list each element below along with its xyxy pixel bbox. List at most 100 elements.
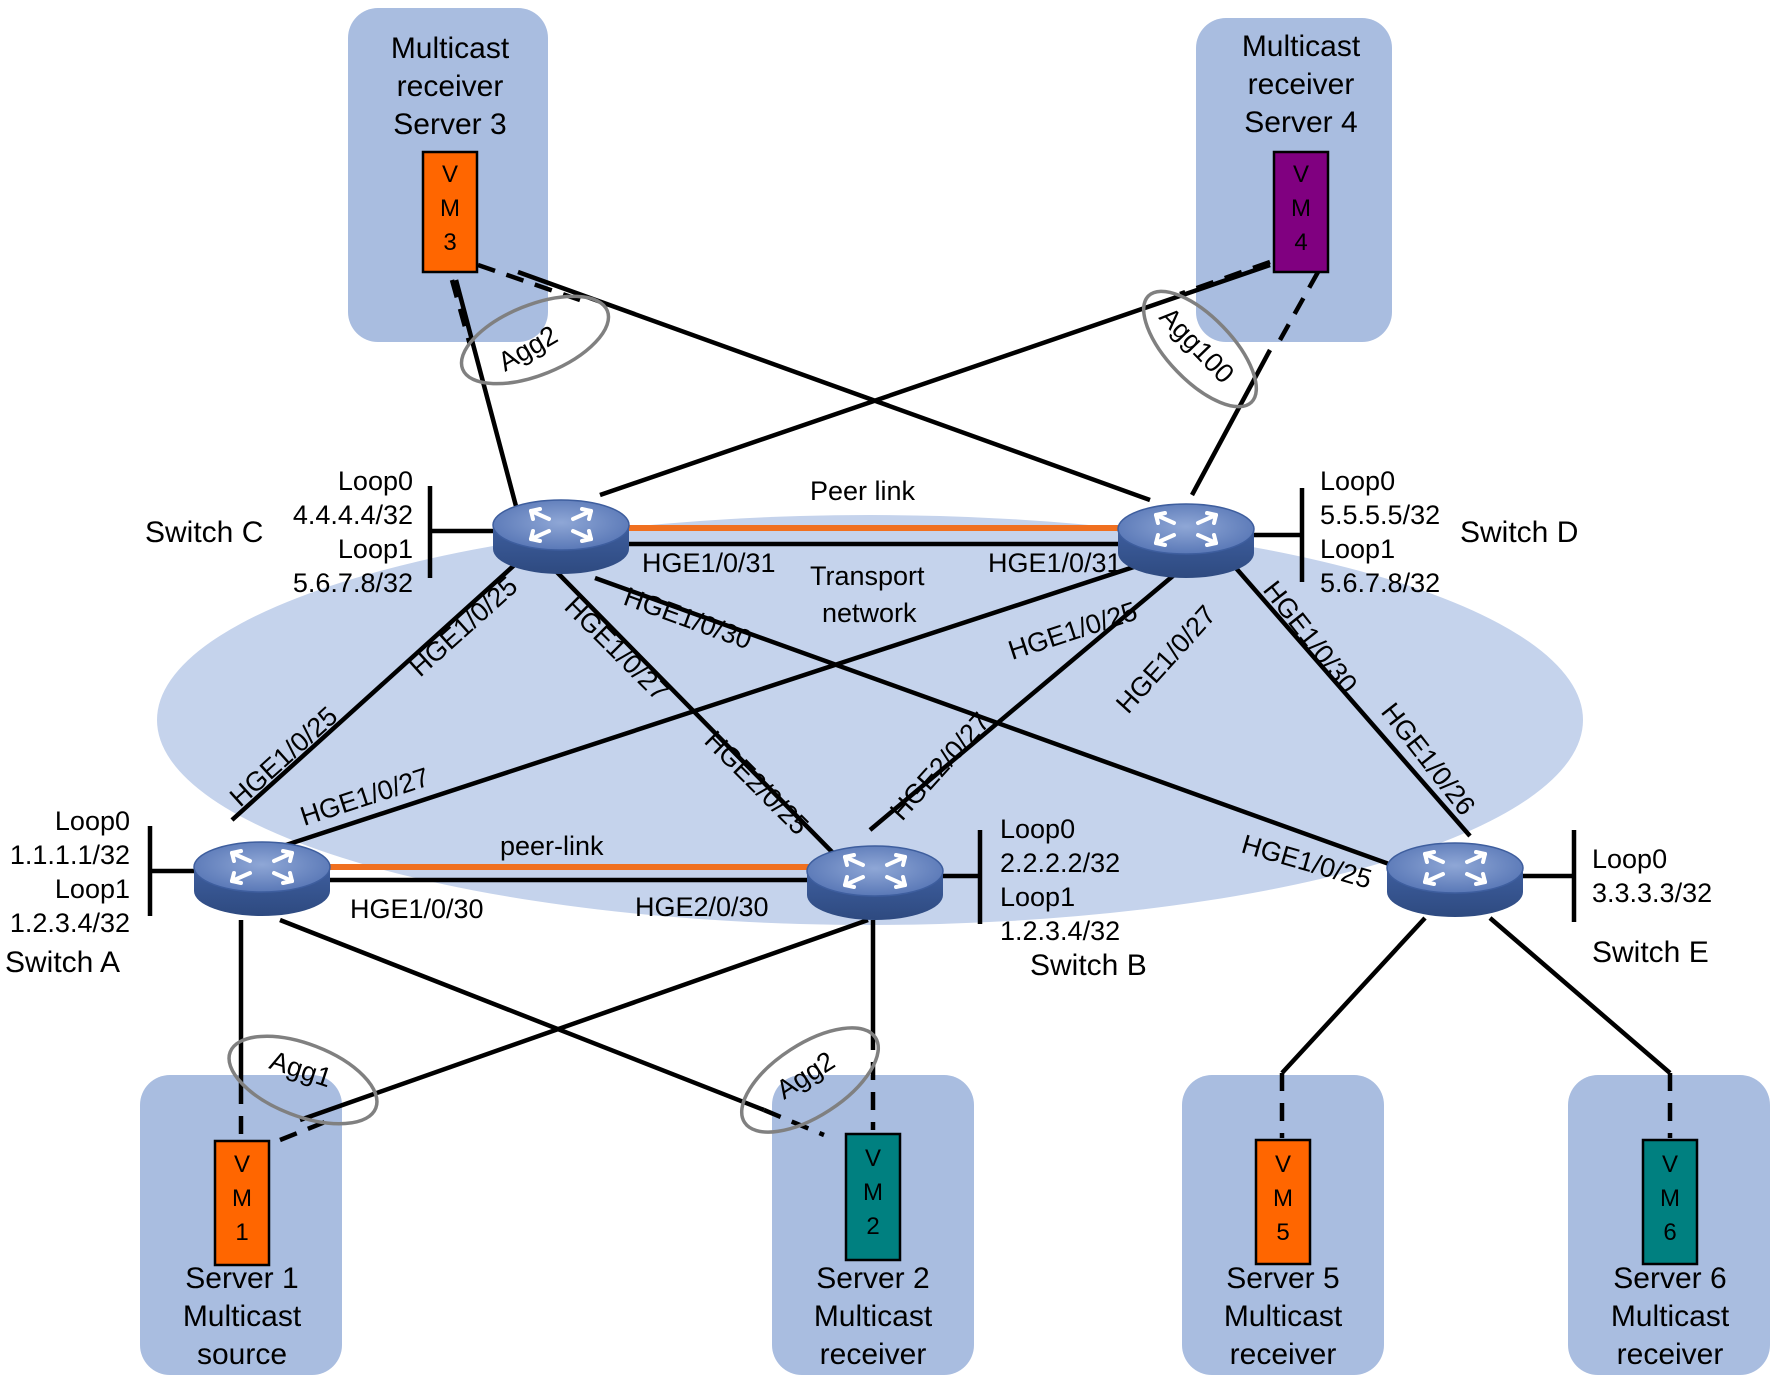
transport-label-1: Transport: [810, 561, 925, 591]
port-a-hge30: HGE1/0/30: [350, 894, 484, 924]
vm6-box[interactable]: [1641, 1138, 1699, 1266]
link-d-server4: [1190, 348, 1272, 497]
switch-e-icon[interactable]: [1385, 841, 1525, 919]
agg2-top-ellipse: [459, 294, 611, 386]
switch-b-name: Switch B: [1030, 949, 1147, 982]
switch-b-loop0: Loop0: [1000, 814, 1075, 844]
vm2-label-2: M: [863, 1179, 883, 1206]
peer-link-cd-label: Peer link: [810, 476, 916, 506]
switch-d-icon[interactable]: [1116, 502, 1256, 580]
peer-link-ab-label: peer-link: [500, 831, 604, 861]
vm6-label-3: 6: [1663, 1219, 1676, 1246]
vm3-label-1: V: [442, 161, 458, 188]
dash-vm3-d: [477, 262, 581, 303]
vm6-label-2: M: [1660, 1185, 1680, 1212]
server-5-line3: receiver: [1230, 1338, 1337, 1371]
dash-vm4-d: [1278, 270, 1320, 342]
vm5-box[interactable]: [1254, 1138, 1312, 1266]
agg1-ellipse: [227, 1034, 379, 1126]
switch-e-loop0: Loop0: [1592, 844, 1667, 874]
vm5-label-3: 5: [1276, 1219, 1289, 1246]
vm4-box[interactable]: [1272, 150, 1330, 274]
agg-ellipses: [227, 289, 1259, 1134]
server-3-line1: Multicast: [391, 32, 510, 65]
server-1-line3: source: [197, 1338, 287, 1371]
switch-d-loop1: Loop1: [1320, 534, 1395, 564]
vm3-label-3: 3: [443, 229, 456, 256]
agg2-bottom-ellipse: [739, 1026, 881, 1134]
server-3-line2: receiver: [397, 70, 504, 103]
switch-b-loop1: Loop1: [1000, 882, 1075, 912]
switch-a-icon[interactable]: [192, 840, 332, 918]
dash-vm2-a: [763, 1107, 825, 1138]
link-c-a: [230, 558, 522, 822]
vm-links: [238, 259, 1673, 1143]
link-e-server6: [1488, 916, 1672, 1075]
agg100-ellipse: [1141, 289, 1259, 409]
server-2-line2: Multicast: [814, 1300, 933, 1333]
switch-d-loop0-ip: 5.5.5.5/32: [1320, 500, 1440, 530]
vm4-label-2: M: [1291, 195, 1311, 222]
switch-c-loop0: Loop0: [338, 466, 413, 496]
server-6-line2: Multicast: [1611, 1300, 1730, 1333]
switch-c-icon[interactable]: [491, 498, 631, 576]
server-4-line1: Multicast: [1242, 30, 1361, 63]
link-d-b: [868, 568, 1182, 832]
switch-c-loop0-ip: 4.4.4.4/32: [293, 500, 413, 530]
switch-d-loop1-ip: 5.6.7.8/32: [1320, 568, 1440, 598]
link-d-e: [1233, 565, 1472, 838]
dash-vm3-c: [449, 279, 473, 346]
vm5-label-2: M: [1273, 1185, 1293, 1212]
switch-b-icon[interactable]: [805, 844, 945, 922]
switch-a-loop0-ip: 1.1.1.1/32: [10, 840, 130, 870]
links: [147, 262, 1672, 1123]
vm4-label-3: 4: [1294, 229, 1307, 256]
port-b-hge2030: HGE2/0/30: [635, 892, 769, 922]
server-5-line2: Multicast: [1224, 1300, 1343, 1333]
server-2-line3: receiver: [820, 1338, 927, 1371]
vm6-label-1: V: [1662, 1151, 1678, 1178]
switch-d-loop0: Loop0: [1320, 466, 1395, 496]
server-1-line1: Server 1: [185, 1262, 298, 1295]
switch-c-loop1: Loop1: [338, 534, 413, 564]
link-b-server1: [299, 917, 869, 1123]
switch-b-loop0-ip: 2.2.2.2/32: [1000, 848, 1120, 878]
server-2-line1: Server 2: [816, 1262, 929, 1295]
server-6-line3: receiver: [1617, 1338, 1724, 1371]
switch-a-name: Switch A: [5, 946, 120, 979]
switch-a-loop1-ip: 1.2.3.4/32: [10, 908, 130, 938]
vm3-box[interactable]: [421, 150, 479, 274]
port-d-hge31: HGE1/0/31: [988, 548, 1122, 578]
link-c-server3: [453, 279, 520, 511]
server-1-line2: Multicast: [183, 1300, 302, 1333]
switch-a-loop1: Loop1: [55, 874, 130, 904]
switch-b-loop1-ip: 1.2.3.4/32: [1000, 916, 1120, 946]
vm2-box[interactable]: [844, 1132, 902, 1262]
switch-e-loop0-ip: 3.3.3.3/32: [1592, 878, 1712, 908]
link-e-server5: [1280, 916, 1427, 1075]
vm5-label-1: V: [1275, 1151, 1291, 1178]
vm1-box[interactable]: [213, 1139, 271, 1267]
dash-vm4-c: [1179, 259, 1271, 297]
link-d-server3: [517, 269, 1151, 503]
vm1-label-1: V: [234, 1151, 250, 1178]
server-4-line2: receiver: [1248, 68, 1355, 101]
server-6-line1: Server 6: [1613, 1262, 1726, 1295]
vm3-label-2: M: [440, 195, 460, 222]
server-3-line3: Server 3: [393, 108, 506, 141]
vm1-label-3: 1: [235, 1219, 248, 1246]
vm4-label-1: V: [1293, 161, 1309, 188]
vm2-label-3: 2: [866, 1213, 879, 1240]
switch-c-loop1-ip: 5.6.7.8/32: [293, 568, 413, 598]
transport-network: [157, 515, 1583, 925]
link-d-a: [285, 557, 1156, 848]
switch-c-name: Switch C: [145, 516, 263, 549]
vm2-label-1: V: [865, 1145, 881, 1172]
switch-e-name: Switch E: [1592, 936, 1709, 969]
server-4-line3: Server 4: [1244, 106, 1357, 139]
transport-label-2: network: [822, 598, 917, 628]
vm1-label-2: M: [232, 1185, 252, 1212]
server-5-line1: Server 5: [1226, 1262, 1339, 1295]
switch-d-name: Switch D: [1460, 516, 1578, 549]
